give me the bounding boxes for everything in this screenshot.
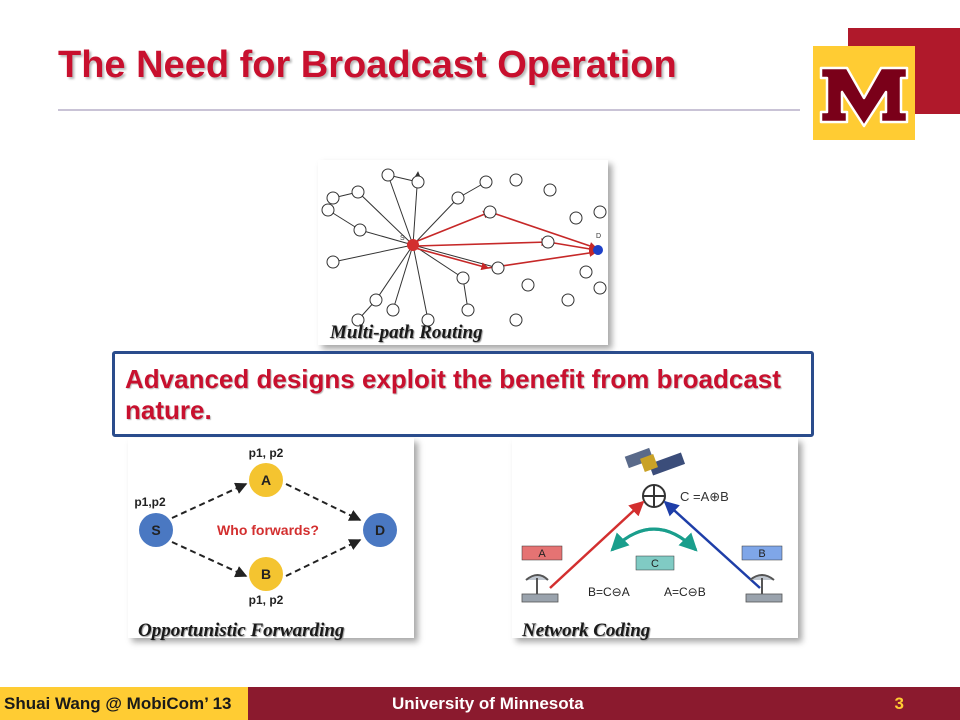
- node-s-label: S: [151, 522, 160, 538]
- packets-at-s: p1,p2: [134, 495, 166, 509]
- callout-box: Advanced designs exploit the benefit fro…: [112, 351, 814, 437]
- packets-at-b: p1, p2: [249, 593, 284, 607]
- network-coding-figure: C =A⊕B A C B B=C⊖A A=C⊖B: [512, 438, 798, 638]
- source-node: [407, 239, 419, 251]
- decode-a-equation: A=C⊖B: [664, 585, 706, 599]
- xor-equation: C =A⊕B: [680, 489, 729, 504]
- footer-institution: University of Minnesota: [392, 694, 584, 713]
- packet-b-label: B: [758, 548, 765, 560]
- multipath-network-diagram: S D: [321, 168, 607, 327]
- network-coding-diagram: C =A⊕B A C B B=C⊖A A=C⊖B: [521, 447, 783, 603]
- node-s: [139, 513, 173, 547]
- node-d: [363, 513, 397, 547]
- source-label: S: [400, 235, 405, 242]
- network-coding-caption: Network Coding: [522, 620, 651, 641]
- node-b: [249, 557, 283, 591]
- footer-bar: Shuai Wang @ MobiCom’ 13 University of M…: [0, 687, 960, 720]
- logo-accent-strip: [934, 28, 960, 114]
- dest-label: D: [596, 233, 601, 240]
- node-d-label: D: [375, 522, 385, 538]
- opportunistic-diagram: S A B D p1, p2 p1,p2 p1, p2 Who forwards…: [134, 446, 397, 607]
- ground-station-right-icon: [745, 574, 783, 603]
- decode-b-equation: B=C⊖A: [588, 585, 630, 599]
- destination-node: [593, 245, 603, 255]
- opportunistic-caption: Opportunistic Forwarding: [138, 620, 345, 641]
- packet-a-label: A: [538, 548, 546, 560]
- multipath-caption: Multi-path Routing: [330, 322, 483, 343]
- footer-author: Shuai Wang @ MobiCom’ 13: [0, 687, 248, 720]
- node-b-label: B: [261, 566, 271, 582]
- packets-at-a: p1, p2: [249, 446, 284, 460]
- title-divider: [58, 109, 800, 111]
- node-a: [249, 463, 283, 497]
- opportunistic-forwarding-figure: S A B D p1, p2 p1,p2 p1, p2 Who forwards…: [128, 438, 414, 638]
- university-logo: [813, 46, 915, 140]
- ground-station-left-icon: [521, 574, 559, 603]
- multipath-routing-figure: S D: [318, 160, 608, 345]
- slide-title: The Need for Broadcast Operation: [58, 44, 677, 86]
- m-logo-icon: [819, 66, 909, 128]
- page-number: 3: [894, 694, 904, 713]
- callout-text: Advanced designs exploit the benefit fro…: [125, 364, 781, 425]
- who-forwards-label: Who forwards?: [217, 522, 319, 538]
- node-a-label: A: [261, 472, 271, 488]
- satellite-icon: [624, 447, 686, 476]
- packet-c-label: C: [651, 558, 659, 570]
